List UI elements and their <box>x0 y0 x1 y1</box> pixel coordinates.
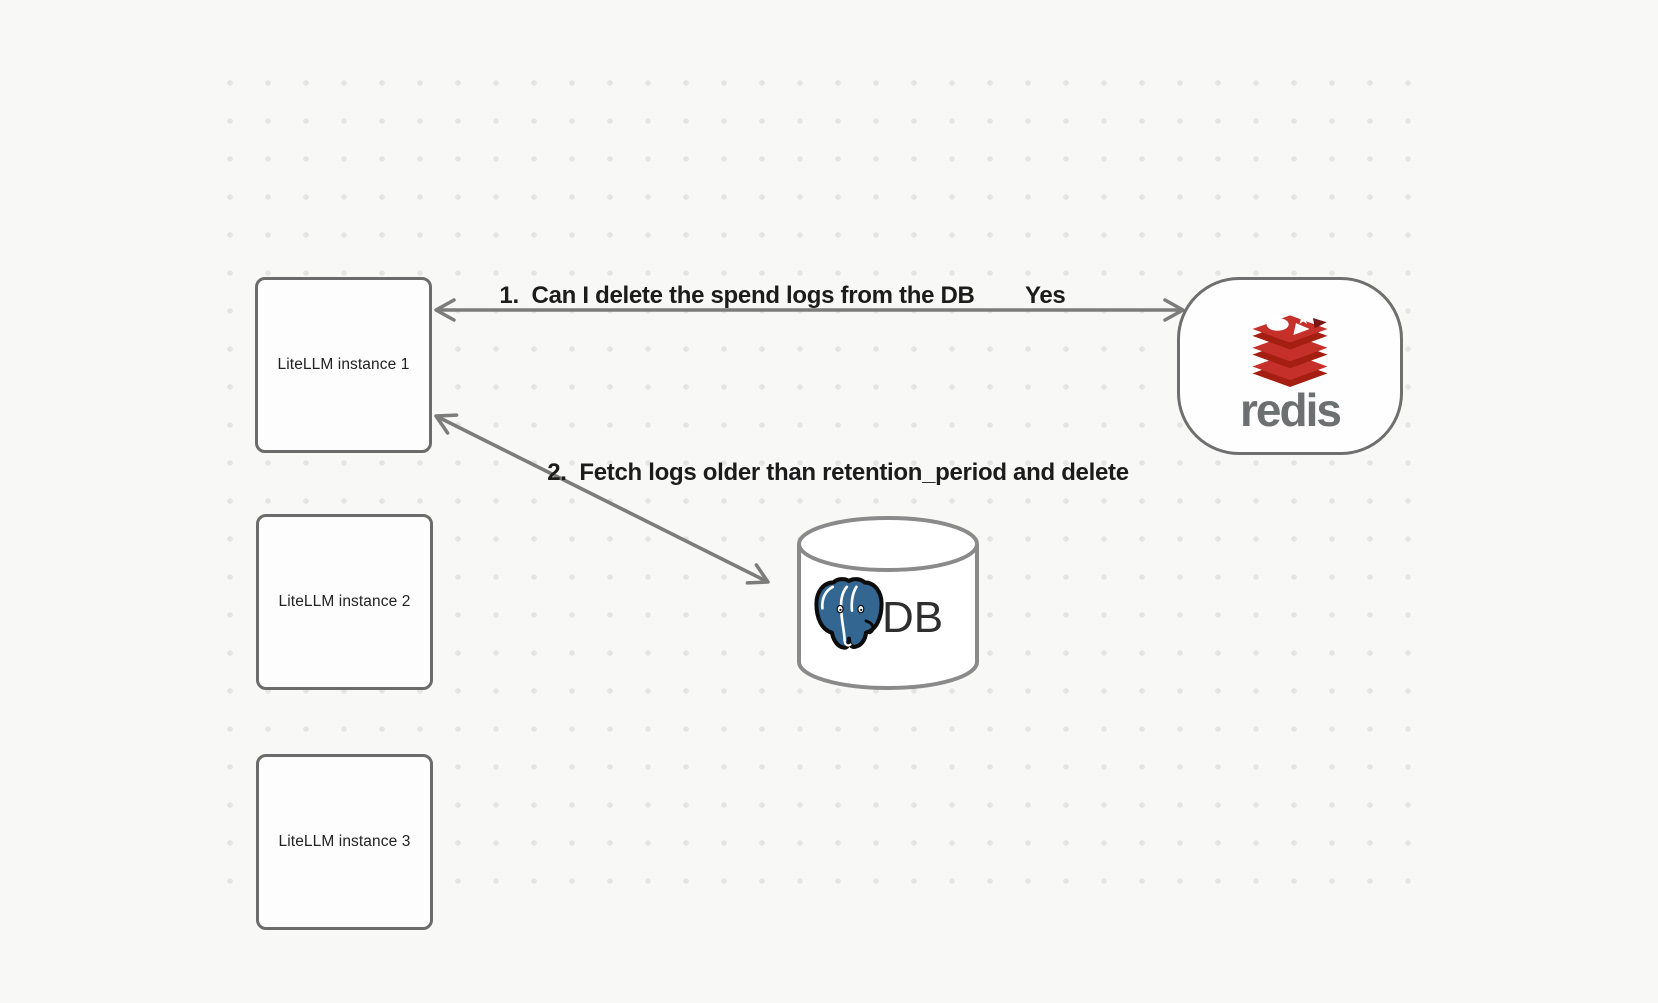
node-litellm-instance-3: LiteLLM instance 3 <box>256 754 433 930</box>
node-label: LiteLLM instance 1 <box>277 356 410 373</box>
node-label: LiteLLM instance 2 <box>278 593 411 610</box>
node-label: LiteLLM instance 3 <box>278 833 411 850</box>
edge1-response-label: Yes <box>1025 282 1066 309</box>
redis-logo-icon <box>1252 312 1328 387</box>
node-redis: redis <box>1177 277 1403 455</box>
edge1-label: 1. Can I delete the spend logs from the … <box>499 282 975 309</box>
node-db: DB <box>793 512 985 696</box>
node-litellm-instance-1: LiteLLM instance 1 <box>255 277 432 453</box>
db-label: DB <box>882 593 944 642</box>
postgresql-elephant-icon <box>814 577 884 650</box>
edge2-label: 2. Fetch logs older than retention_perio… <box>547 459 1129 486</box>
arrow-litellm1-db <box>434 413 770 585</box>
redis-wordmark: redis <box>1240 384 1342 436</box>
node-litellm-instance-2: LiteLLM instance 2 <box>256 514 433 690</box>
